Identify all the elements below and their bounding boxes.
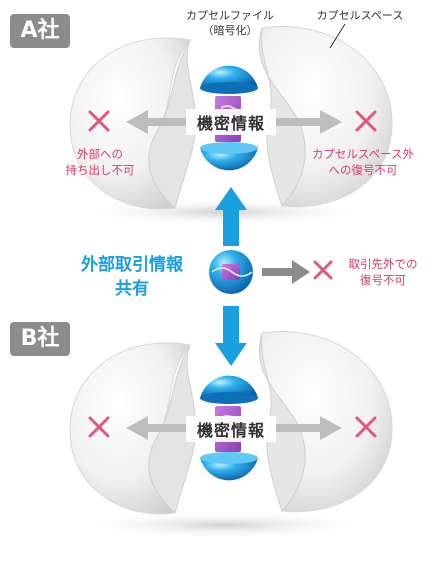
arrow-left-b [126,416,190,440]
share-arrow [215,187,247,366]
no-external-line2: 持ち出し不可 [65,163,135,177]
arrow-right-share [262,260,310,284]
capsule-file-label: カプセルファイル （暗号化） [170,8,290,38]
arrow-left-a [126,110,190,134]
cross-icon [88,110,110,132]
no-external-line1: 外部への [77,147,123,161]
callout-line [329,23,346,49]
no-decrypt-outside-line2: への復号不可 [328,163,398,177]
shared-info-line1: 外部取引情報 [81,255,183,275]
encrypted-text: （暗号化） [202,24,258,37]
cross-icon [355,416,377,438]
confidential-label-a: 機密情報 [186,109,276,135]
arrow-right-a [276,110,342,134]
no-external-note: 外部への 持ち出し不可 [40,146,160,178]
no-decrypt-third-line2: 復号不可 [360,273,406,287]
company-b-badge: B社 [10,322,70,356]
no-decrypt-third-note: 取引先外での 復号不可 [328,256,438,288]
shared-info-line2: 共有 [115,279,149,299]
shared-capsule-icon [209,250,253,294]
arrow-right-b [276,416,342,440]
no-decrypt-outside-line1: カプセルスペース外 [311,147,415,161]
capsule-space-label: カプセルスペース [316,9,404,22]
no-decrypt-outside-note: カプセルスペース外 への復号不可 [298,146,428,178]
company-a-badge: A社 [10,14,70,48]
confidential-label-b: 機密情報 [186,416,276,442]
cross-icon [355,110,377,132]
shared-info-label: 外部取引情報 共有 [62,253,202,301]
capsule-file-text: カプセルファイル [186,9,274,22]
no-decrypt-third-line1: 取引先外での [348,257,418,271]
cross-icon [313,260,333,280]
cross-icon [88,416,110,438]
